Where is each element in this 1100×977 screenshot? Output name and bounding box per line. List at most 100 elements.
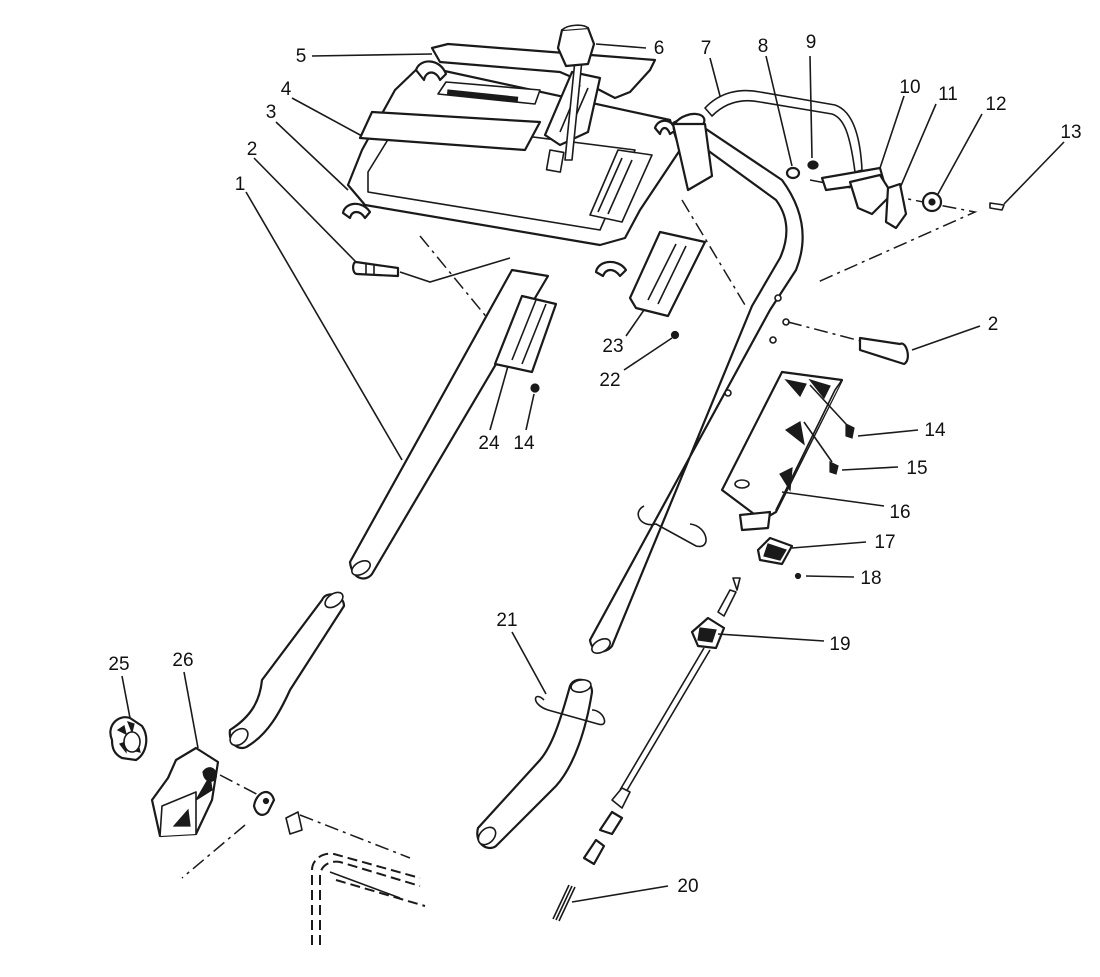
callout-8: 8 xyxy=(758,36,769,57)
cable-lower-sleeve xyxy=(611,787,631,809)
bracket-16-hole xyxy=(734,479,750,489)
bracket-16-slot-4 xyxy=(779,466,793,492)
lower-tube-left xyxy=(228,593,346,750)
bracket-16-slot-1 xyxy=(784,379,807,398)
lower-tube-center xyxy=(476,678,594,850)
decal-part-4 xyxy=(358,110,542,152)
shift-lever-stub xyxy=(545,149,565,173)
guide-line-bolt-left xyxy=(399,257,511,283)
panel-clip-left xyxy=(341,202,372,220)
cable-line xyxy=(619,647,711,793)
cable-lower-fitting xyxy=(598,810,624,836)
leader-15 xyxy=(841,466,899,471)
small-clip-hole xyxy=(262,797,270,805)
screw-part-14-right xyxy=(845,423,855,439)
panel-clip-top xyxy=(414,60,448,82)
callout-2b: 2 xyxy=(988,314,999,335)
spacer-hole xyxy=(928,198,936,206)
leader-24 xyxy=(489,365,509,431)
leader-4 xyxy=(291,97,363,137)
panel-clip-right xyxy=(594,260,628,278)
shift-knob-part-6 xyxy=(556,26,596,68)
guide-line-lower-left xyxy=(181,824,246,879)
bracket-part-23 xyxy=(628,230,707,318)
lower-tube-left-end xyxy=(229,727,249,747)
left-fasteners xyxy=(352,230,707,393)
tube-right-end xyxy=(591,637,611,655)
leader-1 xyxy=(245,191,403,461)
small-bracket xyxy=(285,811,303,835)
callout-11: 11 xyxy=(938,84,958,105)
callout-10: 10 xyxy=(899,77,920,98)
leader-7 xyxy=(709,57,721,97)
frame-rail-dashed xyxy=(299,814,411,859)
bolt-part-2-right xyxy=(858,336,909,366)
bracket-16-slot-2 xyxy=(808,378,831,400)
leader-23 xyxy=(625,309,645,337)
callout-17: 17 xyxy=(874,532,895,553)
guide-line-bolt-2 xyxy=(787,321,881,347)
leader-11 xyxy=(899,103,937,189)
leader-22 xyxy=(623,337,673,371)
clip-part-21 xyxy=(534,695,606,726)
callout-labels: 1 2 2 3 4 5 6 7 8 9 10 11 12 13 14 14 15… xyxy=(108,32,1081,897)
leader-14a xyxy=(525,393,535,431)
leader-20 xyxy=(571,885,669,903)
leader-10 xyxy=(879,95,905,169)
leader-lines xyxy=(121,43,1065,903)
leader-18 xyxy=(805,575,855,578)
bracket-16-foot xyxy=(738,510,772,532)
small-clip xyxy=(252,790,276,816)
callout-15: 15 xyxy=(906,458,927,479)
lower-handle-tubes xyxy=(228,505,707,850)
guide-line-right xyxy=(681,199,746,306)
leader-12 xyxy=(937,113,983,195)
bolt-part-2-left xyxy=(352,260,400,278)
knob-25-face xyxy=(123,731,141,753)
shift-knob-top xyxy=(561,24,589,31)
panel-slot-inner xyxy=(597,157,633,215)
bracket-24-nut xyxy=(530,383,540,393)
lever-part-11 xyxy=(884,182,908,230)
leader-2a xyxy=(253,157,357,263)
leader-6 xyxy=(595,43,647,49)
right-bracket-assembly xyxy=(720,336,909,580)
leader-26 xyxy=(183,671,199,749)
bracket-24-rail xyxy=(511,299,547,365)
panel-clip-top-right xyxy=(653,119,678,136)
callout-13: 13 xyxy=(1060,122,1081,143)
leader-25 xyxy=(121,675,131,719)
lower-tube-left-top xyxy=(324,591,344,609)
tube-hole-3 xyxy=(769,336,777,344)
cable-adjuster-knurl xyxy=(697,627,717,643)
washer-part-8 xyxy=(785,166,801,180)
screw-part-15 xyxy=(829,461,839,475)
callout-7: 7 xyxy=(701,38,712,59)
callout-16: 16 xyxy=(889,502,910,523)
leader-3 xyxy=(275,121,349,191)
frame-rail-4 xyxy=(335,879,426,907)
cable-upper-end xyxy=(732,577,741,591)
cable-lower-tip xyxy=(582,838,606,866)
leader-5 xyxy=(311,53,433,57)
screw-part-13 xyxy=(989,202,1005,211)
leader-13 xyxy=(1003,141,1065,205)
callout-6: 6 xyxy=(654,38,665,59)
leader-16 xyxy=(781,491,885,507)
leader-2b xyxy=(911,325,981,351)
panel-window-bar xyxy=(446,89,519,102)
guide-line-screw14 xyxy=(809,384,847,425)
callout-2a: 2 xyxy=(247,139,258,160)
tube-top-body xyxy=(671,122,714,192)
leader-21 xyxy=(511,631,547,695)
callout-24: 24 xyxy=(478,433,500,454)
callout-5: 5 xyxy=(296,46,307,67)
guide-line-knob xyxy=(219,774,269,801)
callout-3: 3 xyxy=(266,102,277,123)
leader-8 xyxy=(765,55,793,167)
cable-rod xyxy=(717,589,737,617)
handle-tubes xyxy=(348,89,978,655)
tube-hole-4 xyxy=(724,389,732,397)
frame-rail-1 xyxy=(311,852,421,945)
